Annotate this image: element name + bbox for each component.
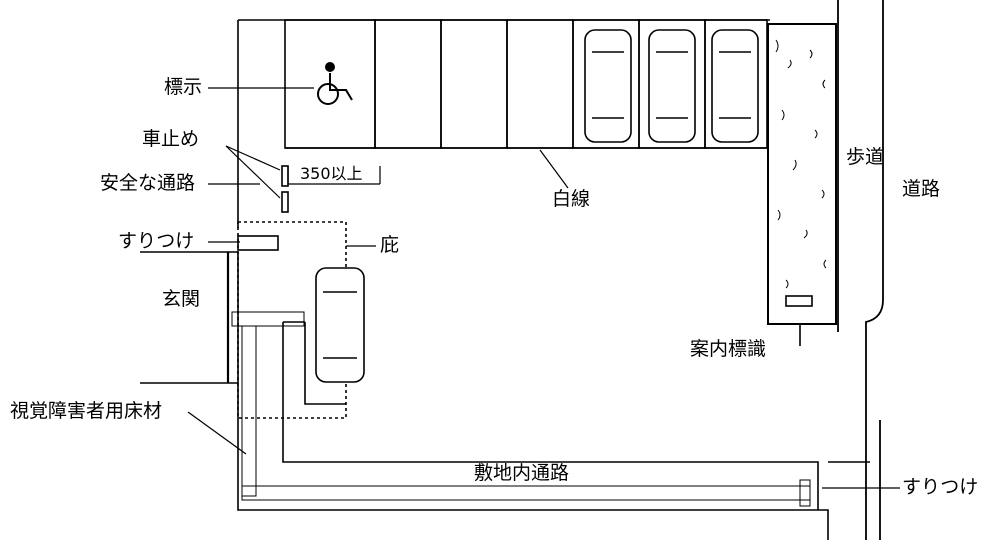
road-edge	[865, 0, 884, 540]
cars	[315, 29, 759, 383]
label-ramp-left: すりつけ	[118, 230, 195, 252]
car-3	[711, 29, 759, 143]
car-2	[648, 29, 696, 143]
car-4	[315, 267, 365, 383]
stall-3	[440, 19, 508, 149]
label-eaves: 庇	[380, 234, 400, 256]
leader-wheel-stop-2	[225, 145, 281, 199]
label-dimension: 350以上	[300, 164, 363, 183]
label-site-path: 敷地内通路	[474, 462, 570, 484]
label-sidewalk: 歩道	[846, 146, 885, 168]
leader-tactile	[187, 411, 247, 455]
label-white-line: 白線	[552, 188, 591, 210]
label-sign: 標示	[164, 76, 203, 98]
label-ramp-right: すりつけ	[902, 476, 979, 498]
guide-sign-board	[785, 295, 813, 307]
label-safe-path: 安全な通路	[100, 172, 196, 194]
leader-wheel-stop-1	[225, 145, 281, 171]
label-guide-sign: 案内標識	[690, 338, 767, 360]
car-1	[584, 29, 632, 143]
label-entrance: 玄関	[162, 288, 201, 310]
leader-white-line	[539, 149, 569, 189]
wheel-stop-bottom	[281, 191, 289, 213]
planting-texture	[775, 39, 827, 289]
stall-2	[374, 19, 442, 149]
wheelchair-icon	[317, 62, 353, 105]
dimension-line	[287, 166, 381, 185]
tactile-paving	[231, 311, 811, 507]
wheel-stop-top	[281, 165, 289, 187]
label-road: 道路	[902, 178, 941, 200]
site-path-outline	[282, 321, 819, 510]
label-wheel-stop: 車止め	[142, 128, 200, 150]
planting-strip	[767, 23, 837, 325]
label-tactile-floor: 視覚障害者用床材	[10, 400, 163, 422]
stall-4	[506, 19, 574, 149]
entrance-ramp	[237, 235, 279, 251]
